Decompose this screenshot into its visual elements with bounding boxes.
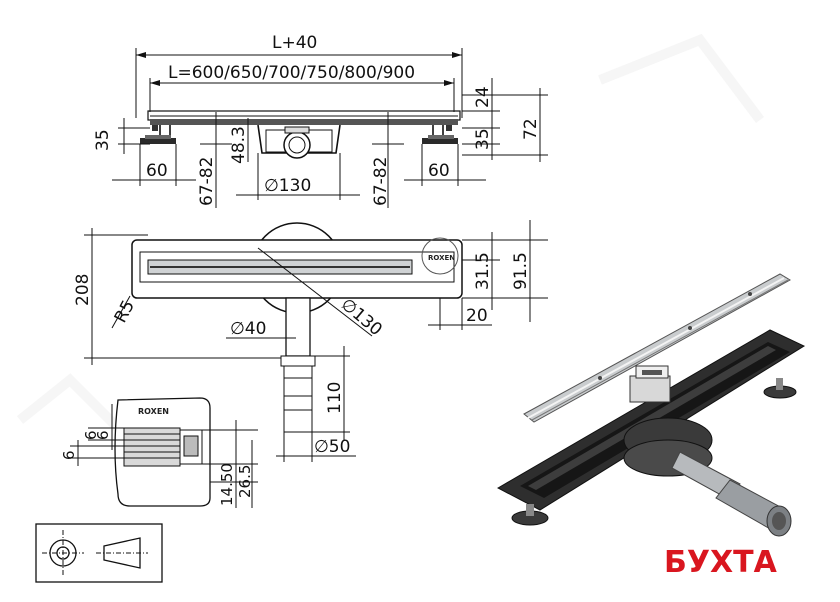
detail-grate (123, 427, 203, 467)
outlet-length-label: 110 (325, 382, 345, 414)
width-label: 208 (73, 274, 93, 306)
adjust-right-label: 67-82 (371, 157, 391, 206)
end-offset-label: 91.5 (511, 252, 531, 290)
end-width-label: 20 (466, 306, 488, 326)
top-height-label: 24 (473, 86, 493, 108)
total-length-label: L+40 (272, 33, 317, 53)
foot-height-right-label: 35 (473, 128, 493, 150)
product-render (496, 273, 806, 537)
grate-bar (523, 273, 792, 423)
outlet-box (629, 365, 671, 403)
foot-height-label: 35 (93, 129, 113, 151)
top-logo-text: ROXEN (428, 254, 455, 262)
detail-dim-c: 6 (60, 450, 78, 460)
top-view: 208 ROXEN ∅130 R5 ∅40 31.5 91. (73, 220, 548, 462)
detail-view: ROXEN 6 6 6 14.50 26.5 (60, 397, 258, 508)
outlet-pipe (671, 451, 792, 537)
pipe-diameter-label: ∅40 (230, 319, 266, 339)
render-feet (511, 378, 797, 526)
outlet-height-label: 48.3 (229, 126, 249, 164)
outlet-diameter-label: ∅130 (264, 176, 311, 196)
length-options-label: L=600/650/700/750/800/900 (168, 63, 415, 83)
foot-width-left-label: 60 (146, 161, 168, 181)
detail-logo-text: ROXEN (138, 407, 169, 416)
projection-symbol (35, 523, 163, 583)
detail-dim-d: 14.50 (218, 463, 236, 506)
brand-watermark: БУХТА (658, 542, 779, 581)
brand-watermark-label: БУХТА (664, 545, 778, 580)
background-watermark (16, 33, 764, 434)
left-foot (140, 125, 176, 144)
detail-dim-e: 26.5 (236, 465, 254, 498)
right-foot (422, 125, 458, 144)
outlet-diameter-top-label: ∅50 (314, 437, 350, 457)
body-diameter-label: ∅130 (337, 295, 386, 341)
detail-dim-a: 6 (94, 430, 112, 440)
overall-height-label: 72 (521, 118, 541, 140)
foot-width-right-label: 60 (428, 161, 450, 181)
outlet-body (257, 124, 341, 159)
front-view: L+40 L=600/650/700/750/800/900 (93, 33, 548, 208)
end-height-label: 31.5 (473, 252, 493, 290)
detail-dim-b: 6 (82, 430, 100, 440)
adjust-left-label: 67-82 (197, 157, 217, 206)
